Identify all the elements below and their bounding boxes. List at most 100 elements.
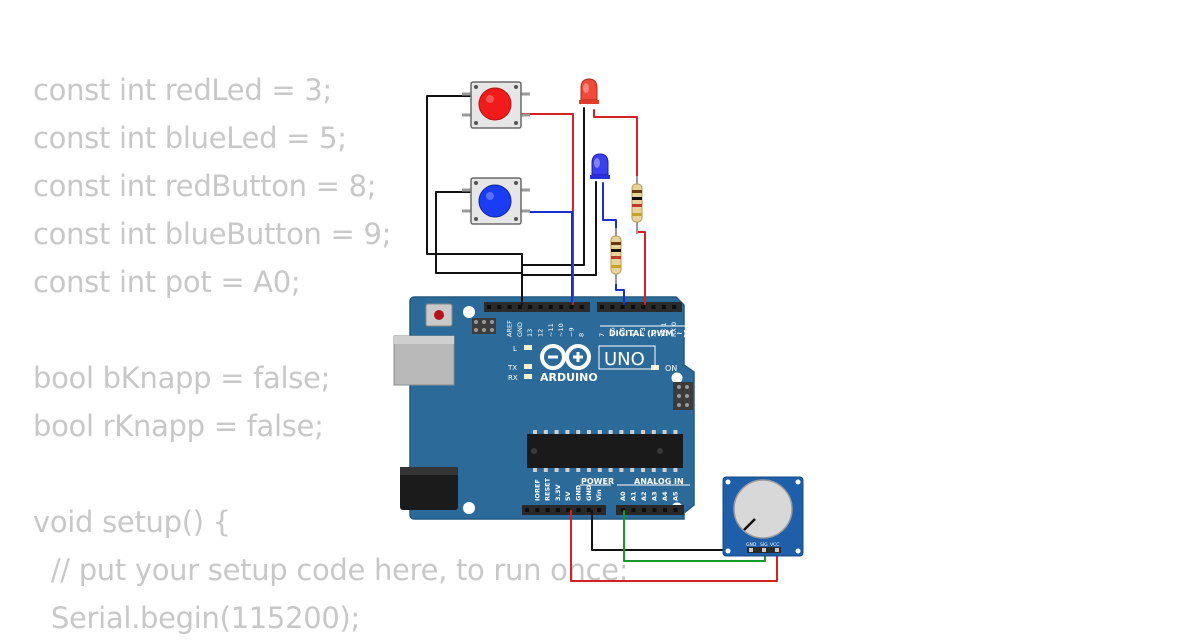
onboard-led-rx: RX bbox=[508, 374, 532, 382]
header-pin[interactable] bbox=[576, 508, 581, 512]
pin-label: 5V bbox=[564, 491, 572, 501]
digital-header-right bbox=[597, 302, 682, 312]
code-line: bool rKnapp = false; bbox=[33, 409, 324, 443]
code-editor: const int redLed = 3;const int blueLed =… bbox=[33, 66, 629, 642]
pin-label: 7 bbox=[598, 333, 606, 337]
header-pin[interactable] bbox=[548, 305, 553, 309]
pin-label: GND bbox=[575, 484, 583, 501]
header-pin[interactable] bbox=[528, 305, 533, 309]
pin-label: 3.3V bbox=[554, 484, 562, 501]
pin-label: ~5 bbox=[619, 327, 627, 337]
blue-push-button[interactable] bbox=[462, 177, 530, 225]
header-pin[interactable] bbox=[586, 508, 591, 512]
pin-label: Vin bbox=[595, 489, 603, 501]
resistor-blue-led bbox=[610, 228, 622, 284]
icsp-header bbox=[472, 318, 496, 334]
header-pin[interactable] bbox=[620, 305, 625, 309]
pin-label: 8 bbox=[578, 333, 586, 337]
pin-label: ~10 bbox=[557, 323, 565, 337]
wire-gnd-red-button bbox=[426, 95, 523, 305]
header-pin[interactable] bbox=[517, 305, 522, 309]
pin-label: IOREF bbox=[533, 479, 541, 501]
header-pin[interactable] bbox=[672, 305, 677, 309]
pin-label: GND bbox=[585, 484, 593, 501]
header-pin[interactable] bbox=[525, 508, 529, 512]
potentiometer-module[interactable]: GND SIG VCC bbox=[722, 476, 804, 557]
header-pin[interactable] bbox=[651, 305, 656, 309]
code-line: void setup() { bbox=[33, 505, 231, 539]
header-pin[interactable] bbox=[661, 305, 666, 309]
header-pin[interactable] bbox=[545, 508, 550, 512]
blue-led bbox=[590, 153, 610, 179]
mounting-hole bbox=[463, 502, 475, 514]
pin-label: 4 bbox=[629, 333, 637, 337]
power-label: POWER bbox=[581, 477, 614, 486]
header-pin[interactable] bbox=[535, 508, 540, 512]
red-led bbox=[579, 78, 599, 104]
wire-gnd-red-led bbox=[521, 107, 585, 266]
header-pin[interactable] bbox=[652, 508, 657, 512]
header-pin[interactable] bbox=[538, 305, 543, 309]
analog-header bbox=[616, 505, 684, 515]
header-pin[interactable] bbox=[566, 508, 571, 512]
pin-label: RESET bbox=[544, 477, 552, 501]
wire-gnd-blue-led bbox=[521, 181, 597, 276]
board-model: UNO bbox=[604, 349, 645, 370]
power-jack bbox=[400, 467, 458, 510]
pin-label: ~6 bbox=[608, 327, 616, 337]
header-pin[interactable] bbox=[621, 508, 625, 512]
svg-text:TX: TX bbox=[507, 364, 517, 372]
icsp-header bbox=[673, 382, 693, 410]
pin-label: 13 bbox=[526, 329, 534, 337]
header-pin[interactable] bbox=[631, 508, 636, 512]
code-line: const int blueLed = 5; bbox=[33, 121, 347, 155]
wire-blue-button-pin9 bbox=[529, 211, 573, 303]
header-pin[interactable] bbox=[663, 508, 667, 512]
header-pin[interactable] bbox=[487, 305, 491, 309]
header-pin[interactable] bbox=[642, 508, 646, 512]
pin-label: 12 bbox=[537, 329, 545, 337]
board-brand: ARDUINO bbox=[540, 371, 598, 384]
wire-pot-vcc bbox=[570, 510, 778, 582]
mounting-hole bbox=[463, 306, 475, 318]
code-line: Serial.begin(115200); bbox=[33, 601, 361, 635]
header-pin[interactable] bbox=[630, 305, 635, 309]
header-pin[interactable] bbox=[569, 305, 574, 309]
code-line: // put your setup code here, to run once… bbox=[33, 553, 629, 587]
onboard-led-l: L bbox=[513, 345, 532, 353]
header-pin[interactable] bbox=[559, 305, 564, 309]
pot-pin-vcc-label: VCC bbox=[770, 542, 779, 548]
pin-label: AREF bbox=[506, 320, 514, 337]
pin-label: A4 bbox=[661, 491, 669, 501]
pin-label: ~3 bbox=[639, 327, 647, 337]
header-pin[interactable] bbox=[673, 508, 678, 512]
pin-label: A2 bbox=[640, 491, 648, 501]
header-pin[interactable] bbox=[610, 305, 615, 309]
pin-label: 2 bbox=[650, 333, 658, 337]
pot-pin-sig-label: SIG bbox=[760, 542, 768, 548]
header-pin[interactable] bbox=[597, 508, 602, 512]
potentiometer-knob[interactable] bbox=[733, 479, 793, 539]
header-pin[interactable] bbox=[497, 305, 502, 309]
header-pin[interactable] bbox=[579, 305, 584, 309]
svg-text:L: L bbox=[513, 345, 517, 353]
pin-label: GND bbox=[516, 322, 524, 337]
pin-label: A1 bbox=[630, 491, 638, 501]
pin-label: RX 0 bbox=[670, 322, 678, 337]
onboard-led-tx: TX bbox=[507, 364, 532, 372]
pin-label: ~11 bbox=[547, 323, 555, 337]
analog-label: ANALOG IN bbox=[634, 477, 684, 486]
header-pin[interactable] bbox=[507, 305, 512, 309]
resistor-red-led bbox=[631, 176, 643, 234]
mounting-hole bbox=[671, 372, 683, 384]
code-line: bool bKnapp = false; bbox=[33, 361, 331, 395]
digital-header-left bbox=[484, 302, 590, 312]
pot-pin-gnd-label: GND bbox=[746, 542, 757, 548]
header-pin[interactable] bbox=[555, 508, 560, 512]
wire-blue-led-resistor bbox=[602, 182, 617, 231]
red-push-button[interactable] bbox=[462, 81, 530, 129]
header-pin[interactable] bbox=[641, 305, 646, 309]
header-pin[interactable] bbox=[600, 305, 604, 309]
wire-resistor-pin5 bbox=[615, 281, 625, 305]
